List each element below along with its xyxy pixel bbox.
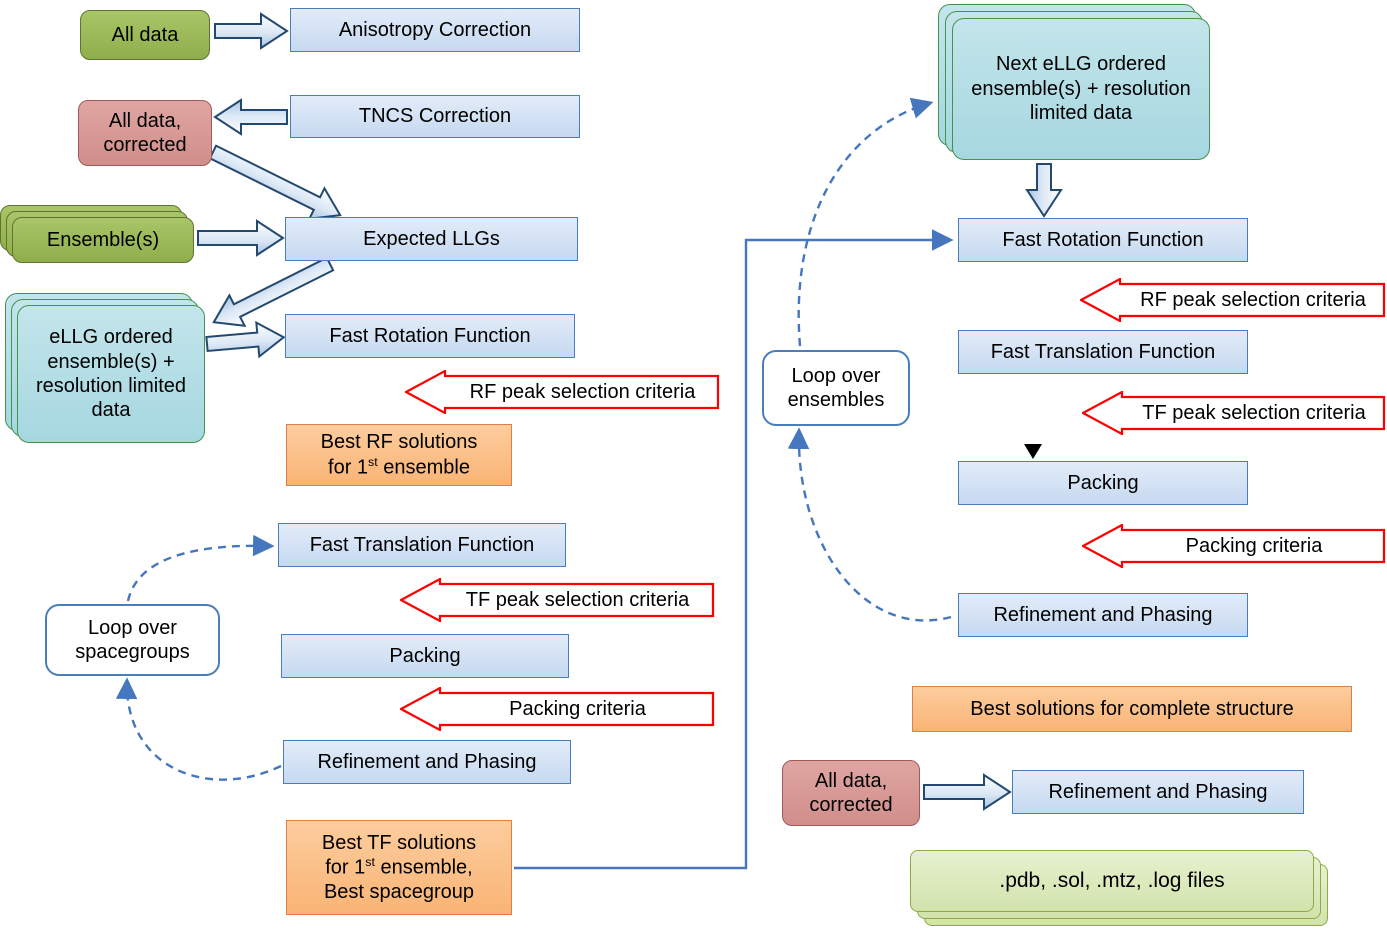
arrow-corrected-to-ellgs [208, 144, 342, 221]
tf-criteria-arrow-right: TF peak selection criteria [1082, 391, 1386, 435]
packing-criteria-arrow-left: Packing criteria [400, 687, 715, 731]
arrow-tncs-to-corrected [213, 98, 288, 136]
anisotropy-label: Anisotropy Correction [338, 18, 532, 41]
left-criteria-arrow-shape [400, 578, 715, 622]
anisotropy-correction-box: Anisotropy Correction [290, 8, 580, 52]
tf-criteria-right-label: TF peak selection criteria [1142, 401, 1366, 424]
fast-translation-function-left-box: Fast Translation Function [278, 523, 566, 567]
best-tf-text: Best TF solutions for 1st ensemble, Best… [322, 831, 476, 905]
best-rf-line2-post: ensemble [377, 456, 470, 479]
best-tf-line3: Best spacegroup [323, 881, 475, 904]
best-tf-line2-pre: for 1 [325, 856, 366, 879]
rf-criteria-right-label: RF peak selection criteria [1140, 288, 1366, 311]
best-rf-line1: Best RF solutions [320, 431, 478, 454]
next-ellg-label: Next eLLG ordered ensemble(s) + resoluti… [971, 53, 1191, 125]
right-criteria-arrow-shape [1082, 524, 1386, 568]
refinement-final-label: Refinement and Phasing [1048, 780, 1268, 803]
fast-translation-function-right-box: Fast Translation Function [958, 330, 1248, 374]
fast-translation-right-label: Fast Translation Function [990, 340, 1216, 363]
left-criteria-arrow-shape [400, 687, 715, 731]
arrow-ellgs-to-ellg-ordered [212, 256, 335, 327]
ensembles-label: Ensemble(s) [46, 228, 160, 251]
arrow-nextellg-to-frf [1025, 163, 1063, 218]
refinement-phasing-right-box: Refinement and Phasing [958, 593, 1248, 637]
dashed-arc-refinement-to-loop-sg [115, 677, 282, 781]
connector-besttf-to-frf-right [514, 229, 954, 870]
arrow-ensembles-to-ellgs [197, 219, 285, 257]
tf-criteria-left-label: TF peak selection criteria [465, 588, 690, 611]
packing-left-label: Packing [389, 644, 461, 667]
fast-rotation-left-label: Fast Rotation Function [329, 324, 531, 347]
expected-llgs-box: Expected LLGs [285, 217, 578, 261]
best-rf-line2-pre: for 1 [328, 456, 369, 479]
arrow-corrected2-to-refinement [923, 773, 1012, 811]
packing-criteria-left-label: Packing criteria [509, 697, 646, 720]
packing-right-box: Packing [958, 461, 1248, 505]
all-data-label: All data [111, 23, 179, 46]
all-data-corrected-box-2: All data, corrected [782, 760, 920, 826]
fast-translation-left-label: Fast Translation Function [309, 533, 535, 556]
refinement-left-label: Refinement and Phasing [317, 750, 537, 773]
output-files-box: .pdb, .sol, .mtz, .log files [910, 850, 1314, 912]
best-rf-solutions-box: Best RF solutions for 1st ensemble [286, 424, 512, 486]
dashed-arc-refinement-to-loop-ens [787, 427, 952, 622]
left-criteria-arrow-shape [405, 370, 720, 414]
dashed-arc-loop-ens-to-nextellg [797, 97, 934, 347]
loop-over-ensembles-box: Loop over ensembles [762, 350, 910, 426]
right-criteria-arrow-shape [1080, 278, 1386, 322]
all-data-corrected-label: All data, corrected [103, 109, 187, 156]
best-tf-sup: st [365, 854, 375, 869]
refinement-phasing-final-box: Refinement and Phasing [1012, 770, 1304, 814]
tf-criteria-arrow-left: TF peak selection criteria [400, 578, 715, 622]
ensembles-stack: Ensemble(s) [0, 205, 194, 263]
rf-criteria-arrow-left: RF peak selection criteria [405, 370, 720, 414]
tncs-correction-box: TNCS Correction [290, 95, 580, 138]
best-rf-text: Best RF solutions for 1st ensemble [321, 430, 478, 479]
best-solutions-label: Best solutions for complete structure [970, 697, 1294, 720]
rf-criteria-arrow-right: RF peak selection criteria [1080, 278, 1386, 322]
fast-rotation-function-right-box: Fast Rotation Function [958, 218, 1248, 262]
all-data-box: All data [80, 10, 210, 60]
best-tf-line2-post: ensemble, [374, 856, 473, 879]
arrow-alldata-to-anisotropy [214, 12, 289, 50]
ellg-ordered-box: eLLG ordered ensemble(s) + resolution li… [17, 305, 205, 443]
next-ellg-box: Next eLLG ordered ensemble(s) + resoluti… [952, 18, 1210, 160]
rf-criteria-left-label: RF peak selection criteria [469, 380, 696, 403]
ellg-ordered-stack: eLLG ordered ensemble(s) + resolution li… [5, 293, 210, 445]
ellg-ordered-label: eLLG ordered ensemble(s) + resolution li… [35, 326, 187, 422]
fast-rotation-right-label: Fast Rotation Function [1002, 228, 1204, 251]
small-down-arrowhead [1024, 444, 1042, 459]
dashed-arc-loop-sg-to-ftf [126, 534, 275, 602]
tncs-label: TNCS Correction [358, 105, 512, 128]
all-data-corrected-2-label: All data, corrected [809, 769, 893, 816]
output-files-stack: .pdb, .sol, .mtz, .log files [910, 850, 1330, 928]
best-tf-line1: Best TF solutions [321, 831, 477, 854]
loop-ensembles-label: Loop over ensembles [787, 364, 885, 411]
packing-left-box: Packing [281, 634, 569, 678]
fast-rotation-function-left-box: Fast Rotation Function [285, 314, 575, 358]
ensembles-box: Ensemble(s) [12, 217, 194, 263]
loop-over-spacegroups-box: Loop over spacegroups [45, 604, 220, 676]
best-rf-sup: st [368, 454, 378, 469]
refinement-right-label: Refinement and Phasing [993, 603, 1213, 626]
output-files-label: .pdb, .sol, .mtz, .log files [999, 869, 1225, 893]
packing-criteria-right-label: Packing criteria [1185, 534, 1323, 557]
arrow-ellg-ordered-to-frf [205, 320, 286, 359]
all-data-corrected-box: All data, corrected [78, 100, 212, 166]
loop-spacegroups-label: Loop over spacegroups [75, 616, 190, 663]
expected-llgs-label: Expected LLGs [363, 227, 500, 250]
packing-right-label: Packing [1067, 471, 1139, 494]
next-ellg-stack: Next eLLG ordered ensemble(s) + resoluti… [938, 4, 1210, 160]
best-tf-solutions-box: Best TF solutions for 1st ensemble, Best… [286, 820, 512, 915]
right-criteria-arrow-shape [1082, 391, 1386, 435]
refinement-phasing-left-box: Refinement and Phasing [283, 740, 571, 784]
packing-criteria-arrow-right: Packing criteria [1082, 524, 1386, 568]
best-solutions-box: Best solutions for complete structure [912, 686, 1352, 732]
